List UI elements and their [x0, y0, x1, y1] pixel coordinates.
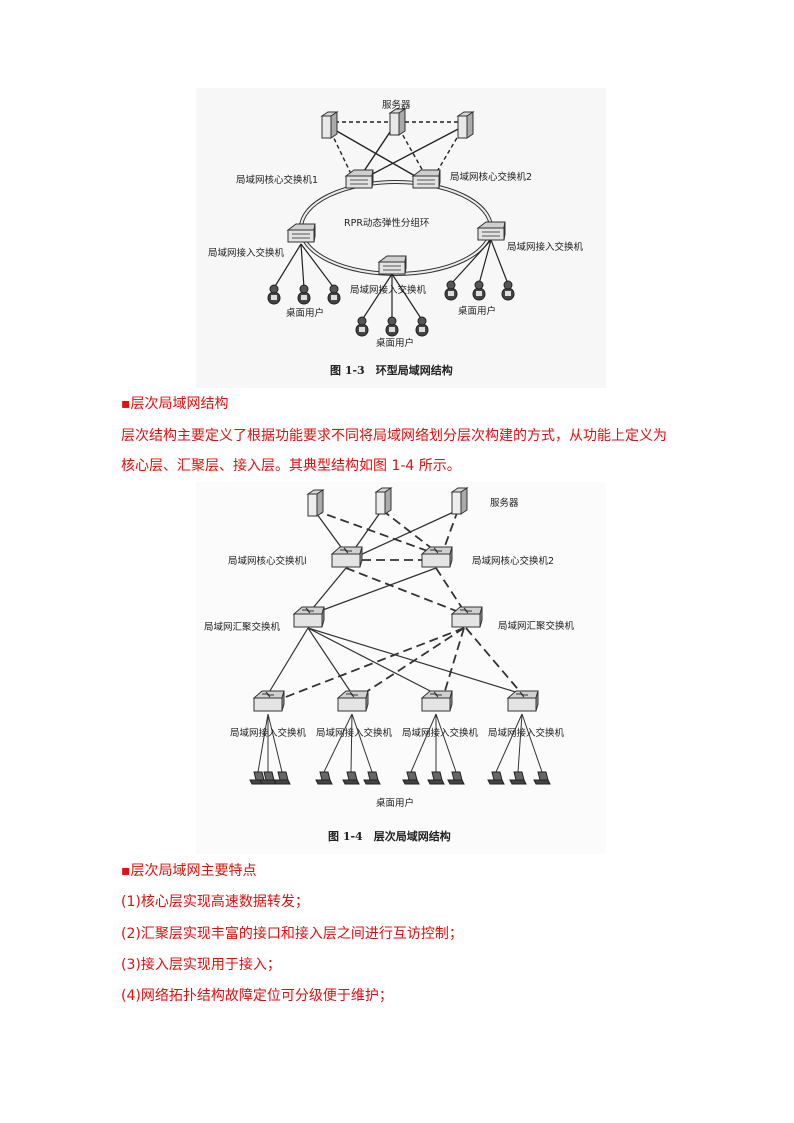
- core-switch-icon: [412, 169, 441, 189]
- server-icon: [451, 487, 468, 515]
- label-core2: 局域网核心交换机2: [450, 171, 532, 183]
- pc-icon: [402, 771, 420, 785]
- access-switch-icon: [421, 690, 453, 712]
- pc-icon: [315, 771, 333, 785]
- user-icon: [501, 280, 515, 301]
- core-switch-icon: [345, 169, 374, 189]
- pc-icon: [273, 771, 291, 785]
- label-users-bottom: 桌面用户: [376, 337, 414, 349]
- user-icon: [385, 316, 399, 337]
- label-servers: 服务器: [382, 99, 411, 111]
- feature-item: (2)汇聚层实现丰富的接口和接入层之间进行互访控制；: [121, 926, 463, 942]
- access-switch-icon: [287, 223, 316, 243]
- figure-caption: 图 1-3 环型局域网结构: [330, 363, 453, 377]
- figure-caption: 图 1-4 层次局域网结构: [328, 829, 451, 843]
- feature-item: (3)接入层实现用于接入；: [121, 957, 281, 973]
- feature-item: (4)网络拓扑结构故障定位可分级便于维护；: [121, 988, 393, 1004]
- pc-icon: [509, 771, 527, 785]
- access-switch-icon: [477, 221, 506, 241]
- core-switch-icon: [331, 546, 363, 568]
- user-icon: [355, 316, 369, 337]
- pc-icon: [342, 771, 360, 785]
- label-access: 局域网接入交换机: [402, 727, 479, 739]
- pc-icon: [447, 771, 465, 785]
- label-users: 桌面用户: [376, 797, 414, 809]
- pc-icon: [533, 771, 551, 785]
- user-icon: [415, 316, 429, 337]
- label-users-left: 桌面用户: [286, 307, 324, 319]
- label-users-right: 桌面用户: [458, 305, 496, 317]
- pc-icon: [487, 771, 505, 785]
- server-icon: [389, 108, 406, 136]
- label-agg2: 局域网汇聚交换机: [498, 620, 575, 632]
- access-switch-icon: [337, 690, 369, 712]
- label-access-bottom: 局域网接入交换机: [350, 284, 427, 296]
- section-heading: ▪层次局域网主要特点: [121, 863, 257, 879]
- label-core1: 局域网核心交换机1: [236, 174, 318, 186]
- access-switch-icon: [378, 255, 407, 275]
- label-ring: RPR动态弹性分组环: [344, 217, 429, 229]
- label-agg1: 局域网汇聚交换机: [204, 621, 281, 633]
- label-servers: 服务器: [490, 497, 519, 509]
- label-access: 局域网接入交换机: [316, 727, 393, 739]
- label-access-right: 局域网接入交换机: [507, 241, 584, 253]
- access-switch-icon: [507, 690, 539, 712]
- user-icon: [472, 280, 486, 301]
- aggregation-switch-icon: [293, 606, 325, 628]
- server-icon: [375, 487, 392, 515]
- label-access-left: 局域网接入交换机: [208, 247, 285, 259]
- pc-icon: [427, 771, 445, 785]
- user-icon: [297, 284, 311, 305]
- user-icon: [267, 284, 281, 305]
- section-heading: ▪层次局域网结构: [121, 396, 229, 412]
- user-icon: [327, 284, 341, 305]
- aggregation-switch-icon: [451, 606, 483, 628]
- pc-icon: [363, 771, 381, 785]
- label-core1: 局域网核心交换机l: [228, 555, 307, 567]
- label-core2: 局域网核心交换机2: [472, 555, 554, 567]
- access-switch-icon: [253, 690, 285, 712]
- label-access: 局域网接入交换机: [230, 727, 307, 739]
- server-icon: [457, 111, 474, 139]
- server-icon: [307, 489, 324, 517]
- figure-ring-lan: 服务器 局域网核心交换机1 局域网核心交换机2 RPR动态弹性分组环 局域网接入…: [196, 88, 606, 388]
- paragraph-line: 层次结构主要定义了根据功能要求不同将局域网络划分层次构建的方式，从功能上定义为: [121, 428, 667, 444]
- figure-hierarchical-lan: 服务器 局域网核心交换机l 局域网核心交换机2 局域网汇聚交换机 局域网汇聚交换…: [196, 482, 606, 854]
- user-icon: [444, 280, 458, 301]
- server-icon: [321, 111, 338, 139]
- label-access: 局域网接入交换机: [488, 727, 565, 739]
- paragraph-line: 核心层、汇聚层、接入层。其典型结构如图 1-4 所示。: [121, 458, 461, 474]
- feature-item: (1)核心层实现高速数据转发；: [121, 894, 309, 910]
- core-switch-icon: [421, 546, 453, 568]
